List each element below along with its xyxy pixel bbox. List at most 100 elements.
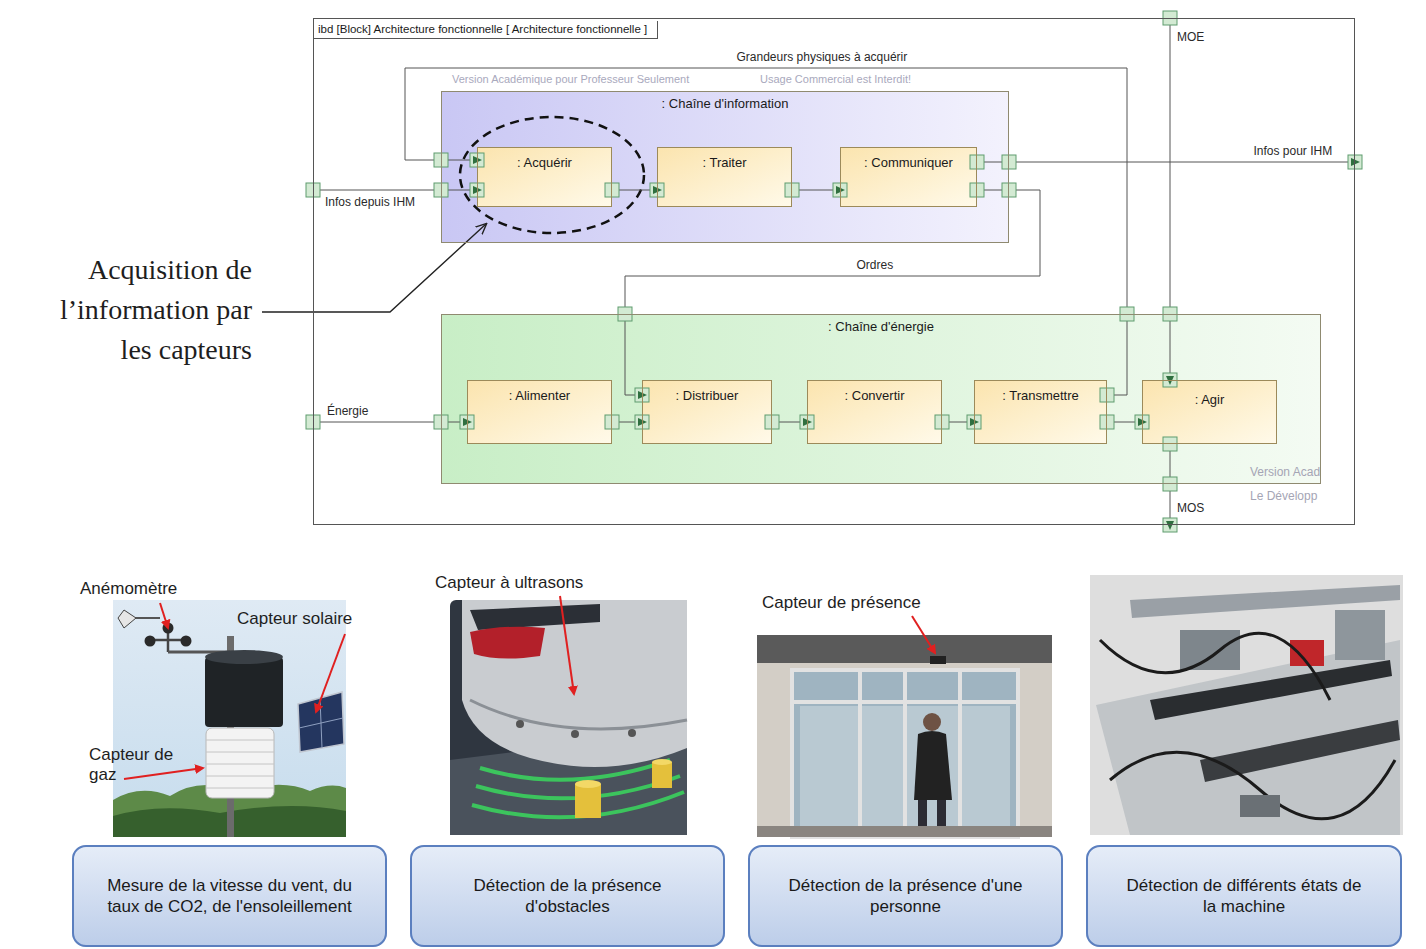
- weather-station-photo: [206, 764, 274, 765]
- box-fill: [748, 845, 1063, 947]
- block-name: : Traiter: [702, 155, 746, 170]
- parking-sensor-photo: [470, 627, 545, 659]
- automatic-door-photo: [792, 670, 1018, 837]
- connector-line: [405, 68, 1127, 395]
- box-fill: [1142, 380, 1277, 444]
- pointer-arrow: [560, 596, 574, 694]
- box-fill: [1086, 845, 1402, 947]
- connector: [1163, 437, 1177, 532]
- port-square: [605, 415, 619, 429]
- box-fill: [410, 845, 725, 947]
- weather-station-photo: [206, 752, 274, 753]
- flow-label: MOE: [1177, 30, 1204, 44]
- block-name: : Agir: [1195, 392, 1225, 407]
- port-square: [1163, 518, 1177, 532]
- diagram-frame: ibd [Block] Architecture fonctionnelle […: [313, 18, 1355, 525]
- machine-photo: [1335, 610, 1385, 660]
- box-fill: [441, 91, 1009, 243]
- parking-sensor-photo: [652, 762, 672, 788]
- sensor-label: Capteur de présence: [762, 593, 921, 613]
- block-name: : Communiquer: [864, 155, 953, 170]
- parking-sensor-photo: [480, 760, 670, 780]
- connector: [405, 68, 1134, 402]
- port-square: [765, 415, 779, 429]
- function-block: : Traiter: [657, 147, 792, 207]
- connector: [785, 183, 847, 197]
- function-block: : Agir: [1142, 380, 1277, 444]
- watermark: Version Académique pour Professeur Seule…: [452, 73, 689, 86]
- automatic-door-photo: [958, 670, 962, 837]
- parking-sensor-photo: [450, 600, 687, 835]
- function-block: : Transmettre: [974, 380, 1107, 444]
- connector: [618, 183, 1040, 402]
- machine-photo: [1110, 752, 1395, 819]
- watermark: Le Développ: [1250, 489, 1317, 503]
- arrowhead: [1351, 158, 1360, 166]
- block-name: : Chaîne d'information: [662, 96, 789, 111]
- box-fill: [72, 845, 387, 947]
- arrowhead: [1166, 521, 1174, 530]
- weather-station-photo: [206, 776, 274, 777]
- automatic-door-photo: [923, 713, 941, 731]
- parking-sensor-photo: [470, 604, 600, 630]
- weather-station-photo: [205, 650, 283, 664]
- automatic-door-photo: [757, 635, 1052, 663]
- connector: [605, 183, 664, 197]
- function-block: : Distribuer: [642, 380, 772, 444]
- sensor-label: Capteur à ultrasons: [435, 573, 583, 593]
- automatic-door-photo: [918, 800, 927, 828]
- block-name: : Distribuer: [676, 388, 739, 403]
- automatic-door-photo: [937, 800, 946, 828]
- parking-sensor-photo: [516, 720, 524, 728]
- box-fill: [657, 147, 792, 207]
- machine-photo: [1200, 720, 1400, 782]
- function-block: : Communiquer: [840, 147, 977, 207]
- weather-station-photo: [145, 636, 156, 647]
- watermark: Version Acad: [1250, 465, 1320, 479]
- parking-sensor-photo: [575, 780, 601, 788]
- weather-station-photo: [113, 600, 346, 837]
- box-fill: [642, 380, 772, 444]
- box-fill: [441, 314, 1321, 484]
- parking-sensor-photo: [571, 730, 579, 738]
- highlight-ellipse: [460, 117, 644, 233]
- flow-label: Énergie: [327, 404, 368, 418]
- port-square: [605, 183, 619, 197]
- sensor-label: Capteur de gaz: [89, 745, 189, 785]
- block-name: : Transmettre: [1002, 388, 1079, 403]
- pointer-arrow: [124, 768, 203, 779]
- parking-sensor-photo: [652, 759, 672, 765]
- weather-station-photo: [181, 636, 192, 647]
- connector-line: [313, 190, 477, 191]
- parking-sensor-photo: [450, 600, 687, 835]
- weather-station-photo: [206, 740, 274, 741]
- function-block: : Alimenter: [467, 380, 612, 444]
- caption-box: Détection de la présence d'une personne: [748, 845, 1063, 947]
- port-square: [1002, 155, 1016, 169]
- machine-photo: [1180, 630, 1240, 670]
- parking-sensor-photo: [470, 700, 687, 729]
- callout-text: Acquisition de l’information par les cap…: [47, 250, 252, 370]
- watermark: Usage Commercial est Interdit!: [760, 73, 911, 86]
- automatic-door-photo: [914, 731, 952, 800]
- caption-text: Mesure de la vitesse du vent, du taux de…: [104, 875, 355, 917]
- pointer-arrow: [912, 616, 935, 653]
- connector: [1163, 11, 1177, 387]
- box-fill: [313, 18, 1355, 525]
- flow-label: Infos pour IHM: [1254, 144, 1333, 158]
- machine-photo: [1090, 575, 1403, 835]
- box-fill: [477, 147, 612, 207]
- connector-line: [625, 190, 1040, 395]
- automatic-door-photo: [757, 635, 1052, 837]
- flow-label: Ordres: [857, 258, 894, 272]
- sensor-label: Capteur solaire: [237, 609, 352, 629]
- block-name: : Alimenter: [509, 388, 570, 403]
- parking-sensor-photo: [628, 729, 636, 737]
- block-name: : Convertir: [845, 388, 905, 403]
- automatic-door-photo: [903, 670, 907, 837]
- parking-sensor-photo: [462, 600, 687, 767]
- automatic-door-photo: [930, 656, 946, 664]
- port-square: [1348, 155, 1362, 169]
- machine-photo: [1100, 633, 1330, 700]
